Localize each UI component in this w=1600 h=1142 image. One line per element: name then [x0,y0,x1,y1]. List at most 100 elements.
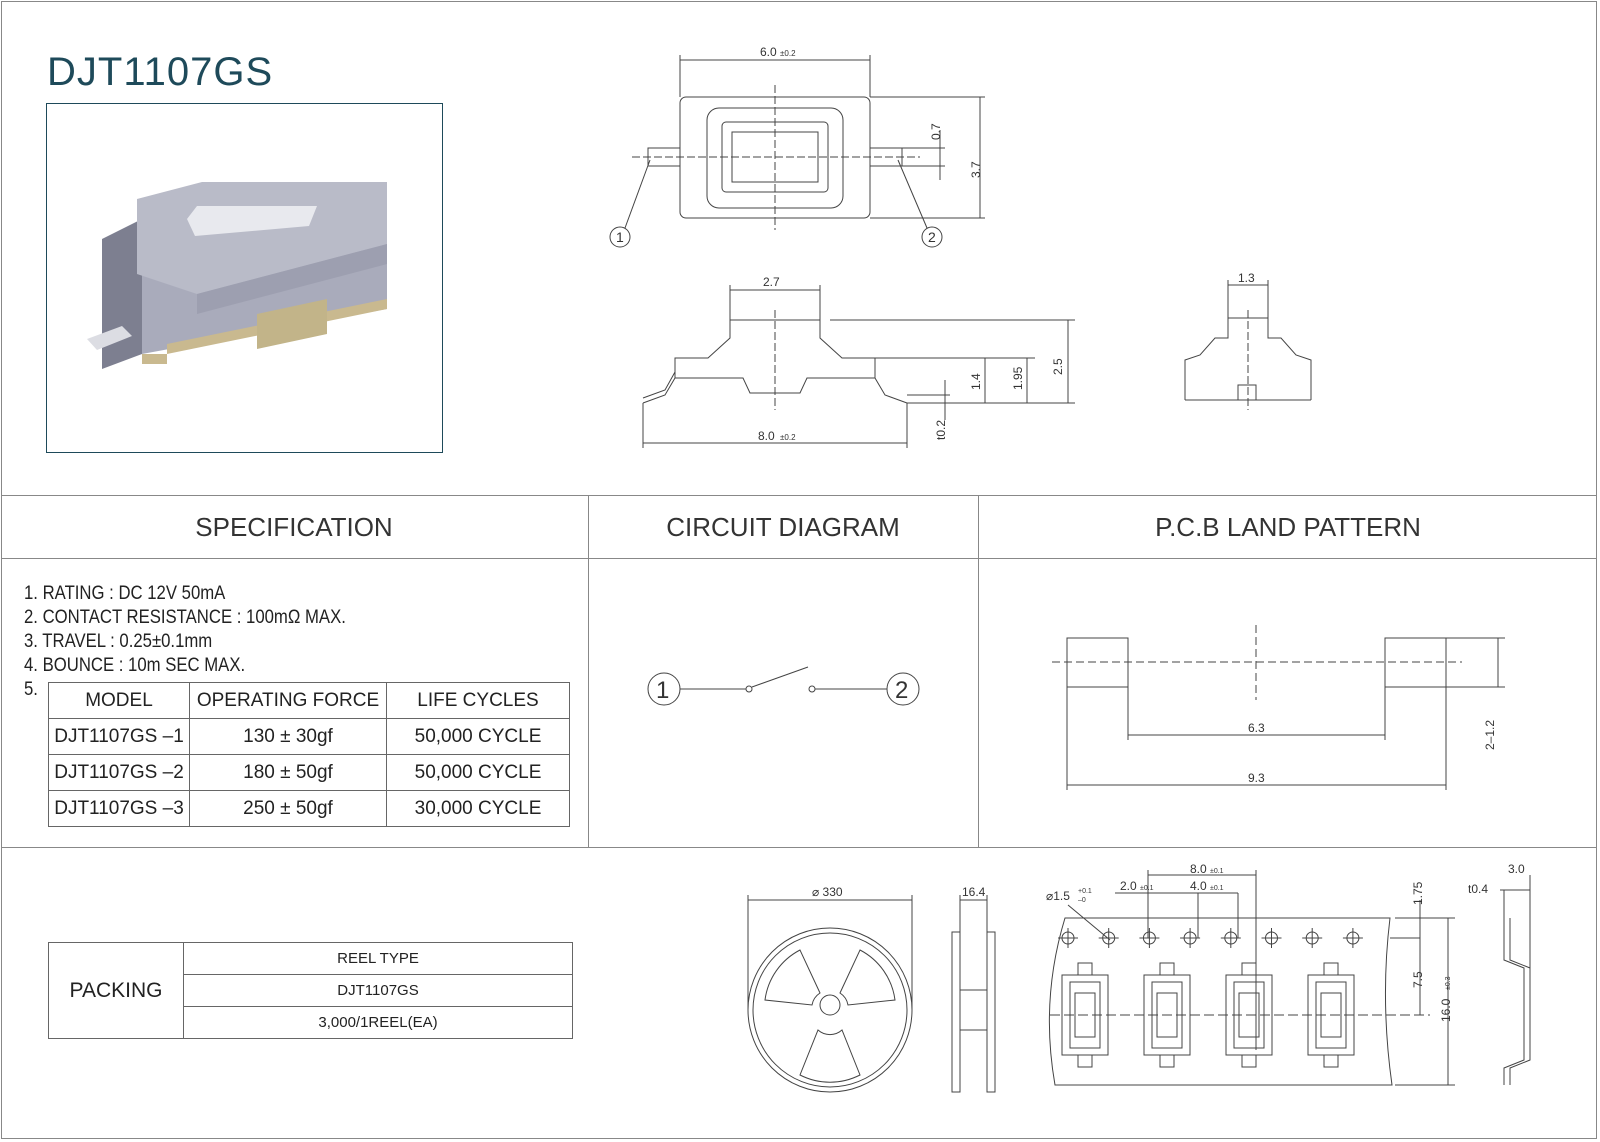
table-row: DJT1107GS –2 180 ± 50gf 50,000 CYCLE [48,754,570,791]
tape-pocket [1233,981,1265,1049]
dim-label: ±0.1 [1210,885,1224,892]
dim-label: 0.7 [929,123,943,140]
tape-pocket [1074,992,1096,1038]
spec-item: 2. CONTACT RESISTANCE : 100mΩ MAX. [24,607,346,628]
product-title: DJT1107GS [47,50,274,94]
pocket-tab [1323,1054,1339,1068]
tape-pocket [1156,992,1178,1038]
hole-crosshair [1342,928,1363,948]
dim-label: +0.1 [1078,888,1092,895]
cell: DJT1107GS –3 [48,790,190,827]
carrier-tape-drawing [1048,870,1531,1086]
cell: 50,000 CYCLE [386,754,570,791]
divider [978,495,979,847]
section-heading-circuit: CIRCUIT DIAGRAM [666,512,900,542]
hole-crosshair [1098,928,1119,948]
dim-label: 6.3 [1248,721,1265,735]
header-cell: OPERATING FORCE [189,682,387,719]
reel-drawing [747,895,996,1093]
section-heading-specification: SPECIFICATION [195,512,393,542]
hole-crosshair [1220,928,1241,948]
dim-label: 3.7 [969,161,983,178]
spec-item: 5. [24,679,38,700]
dim-label: ±0.2 [780,433,796,442]
dim-label: 4.0 [1190,879,1207,893]
dim-label: ⌀ 330 [812,885,843,899]
product-image [46,103,443,453]
pocket-tab [1323,962,1339,976]
spec-item: 4. BOUNCE : 10m SEC MAX. [24,655,246,676]
dim-label: 7.5 [1411,971,1425,988]
cell: DJT1107GS –1 [48,718,190,755]
top-view-drawing [609,55,985,248]
hole-crosshair [1302,928,1323,948]
dim-label: 2–1.2 [1483,720,1497,750]
pocket-tab [1077,962,1093,976]
cell: 250 ± 50gf [189,790,387,827]
packing-table: PACKING REEL TYPE DJT1107GS 3,000/1REEL(… [48,942,573,1039]
pcb-land-pattern [1052,625,1505,790]
cell: 30,000 CYCLE [386,790,570,827]
dim-label: 3.0 [1508,862,1525,876]
dim-label: 8.0 [758,429,775,443]
dim-label: ±0.3 [1445,976,1452,990]
front-view-drawing [642,285,1075,448]
dim-label: 2.5 [1051,358,1065,375]
hole-crosshair [1058,928,1078,948]
dim-label: ±0.2 [780,49,796,58]
dim-label: 16.0 [1439,998,1453,1022]
divider [1,558,1597,559]
cell: DJT1107GS –2 [48,754,190,791]
section-heading-pcb: P.C.B LAND PATTERN [1155,512,1421,542]
dim-label: 6.0 [760,45,777,59]
pocket-tab [1159,1054,1175,1068]
divider [1,495,1597,496]
circuit-pin-1: 1 [656,677,669,704]
pocket-tab [1241,1054,1257,1068]
table-row: DJT1107GS –3 250 ± 50gf 30,000 CYCLE [48,790,570,827]
cell: DJT1107GS [183,974,573,1007]
dim-label: 16.4 [962,885,986,899]
dim-label: –0 [1078,897,1086,904]
dim-label: 2.7 [763,275,780,289]
dim-label: t0.4 [1468,882,1488,896]
spec-item: 1. RATING : DC 12V 50mA [24,583,226,604]
circuit-pin-2: 2 [895,677,908,704]
hole-crosshair [1261,928,1282,948]
dim-label: 1.95 [1011,366,1025,390]
tape-pocket [1238,992,1260,1038]
cell: 50,000 CYCLE [386,718,570,755]
dim-label: ±0.1 [1140,885,1154,892]
dim-label: 1.4 [969,373,983,390]
pocket-tab [1159,962,1175,976]
pin-label: 2 [928,229,936,245]
dim-label: 9.3 [1248,771,1265,785]
cell: 130 ± 30gf [189,718,387,755]
spec-list: 1. RATING : DC 12V 50mA 2. CONTACT RESIS… [24,582,346,702]
model-table: MODEL OPERATING FORCE LIFE CYCLES DJT110… [48,682,570,827]
tape-pocket [1151,981,1183,1049]
dim-label: ⌀1.5 [1046,889,1070,903]
circuit-diagram [647,666,920,706]
dim-label: 1.75 [1411,881,1425,905]
divider [1,847,1597,848]
dim-label: ±0.1 [1210,868,1224,875]
tape-pocket [1069,981,1101,1049]
tape-pocket [1320,992,1342,1038]
hole-crosshair [1139,928,1160,948]
spec-item: 3. TRAVEL : 0.25±0.1mm [24,631,213,652]
table-row: DJT1107GS –1 130 ± 30gf 50,000 CYCLE [48,718,570,755]
hole-crosshair [1180,928,1201,948]
cell: 180 ± 50gf [189,754,387,791]
dim-label: 1.3 [1238,271,1255,285]
cell: 3,000/1REEL(EA) [183,1006,573,1039]
side-view-drawing [1184,280,1312,410]
dim-label: 2.0 [1120,879,1137,893]
tape-pocket [1315,981,1347,1049]
dim-label: t0.2 [934,420,948,440]
pin-label: 1 [616,229,624,245]
pocket-tab [1241,962,1257,976]
dim-label: 8.0 [1190,862,1207,876]
